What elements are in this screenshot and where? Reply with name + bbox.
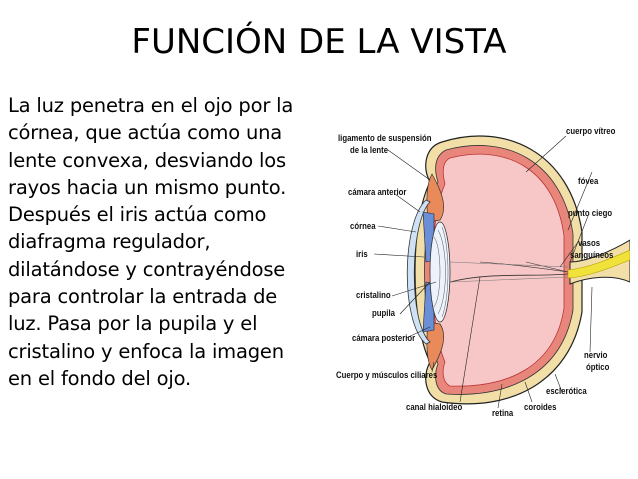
label-fovea: fóvea: [578, 176, 599, 187]
paragraph-line: lente convexa, desviando los: [8, 148, 286, 172]
label-sanguineos: sanguíneos: [570, 250, 614, 261]
page-title: FUNCIÓN DE LA VISTA: [131, 22, 507, 62]
paragraph-line: cristalino y enfoca la imagen: [8, 339, 284, 363]
label-cristalino: cristalino: [356, 290, 391, 301]
cornea-shape: [406, 199, 431, 345]
paragraph-line: Después el iris actúa como: [8, 203, 267, 227]
paragraph-line: para controlar la entrada de: [8, 285, 278, 309]
label-cornea: córnea: [350, 221, 376, 232]
label-nervio: nervio: [584, 350, 608, 361]
paragraph-line: rayos hacia un mismo punto.: [8, 175, 287, 199]
paragraph-line: córnea, que actúa como una: [8, 121, 283, 145]
eye-diagram: ligamento de suspensión de la lente cáma…: [330, 112, 631, 432]
eye-cross-section-illustration: [373, 135, 631, 409]
label-camara-anterior: cámara anterior: [348, 187, 407, 198]
label-retina: retina: [492, 408, 514, 419]
paragraph-line: en el fondo del ojo.: [8, 366, 191, 390]
paragraph-line: La luz penetra en el ojo por la: [8, 94, 294, 117]
label-cuerpo-vitreo: cuerpo vítreo: [566, 126, 616, 137]
description-paragraph: La luz penetra en el ojo por la córnea, …: [8, 92, 343, 392]
label-camara-posterior: cámara posterior: [352, 333, 416, 344]
label-esclerotica: esclerótica: [546, 386, 587, 397]
paragraph-line: diafragma regulador,: [8, 230, 211, 254]
vitreous-body-shape: [431, 153, 565, 387]
paragraph-line: luz. Pasa por la pupila y el: [8, 312, 258, 336]
label-canal-hialoideo: canal hialoideo: [406, 402, 463, 413]
label-ligamento: ligamento de suspensión: [338, 133, 432, 144]
label-cuerpo-ciliar: Cuerpo y músculos ciliares: [336, 370, 438, 381]
label-punto-ciego: punto ciego: [568, 208, 613, 219]
hyaloid-canal: [449, 261, 569, 283]
label-iris: iris: [356, 249, 368, 260]
label-optico: óptico: [586, 362, 610, 373]
label-vasos: vasos: [578, 238, 601, 249]
label-ligamento-2: de la lente: [350, 145, 389, 156]
label-coroides: coroides: [524, 402, 557, 413]
paragraph-line: dilatándose y contrayéndose: [8, 257, 286, 281]
label-pupila: pupila: [372, 308, 395, 319]
